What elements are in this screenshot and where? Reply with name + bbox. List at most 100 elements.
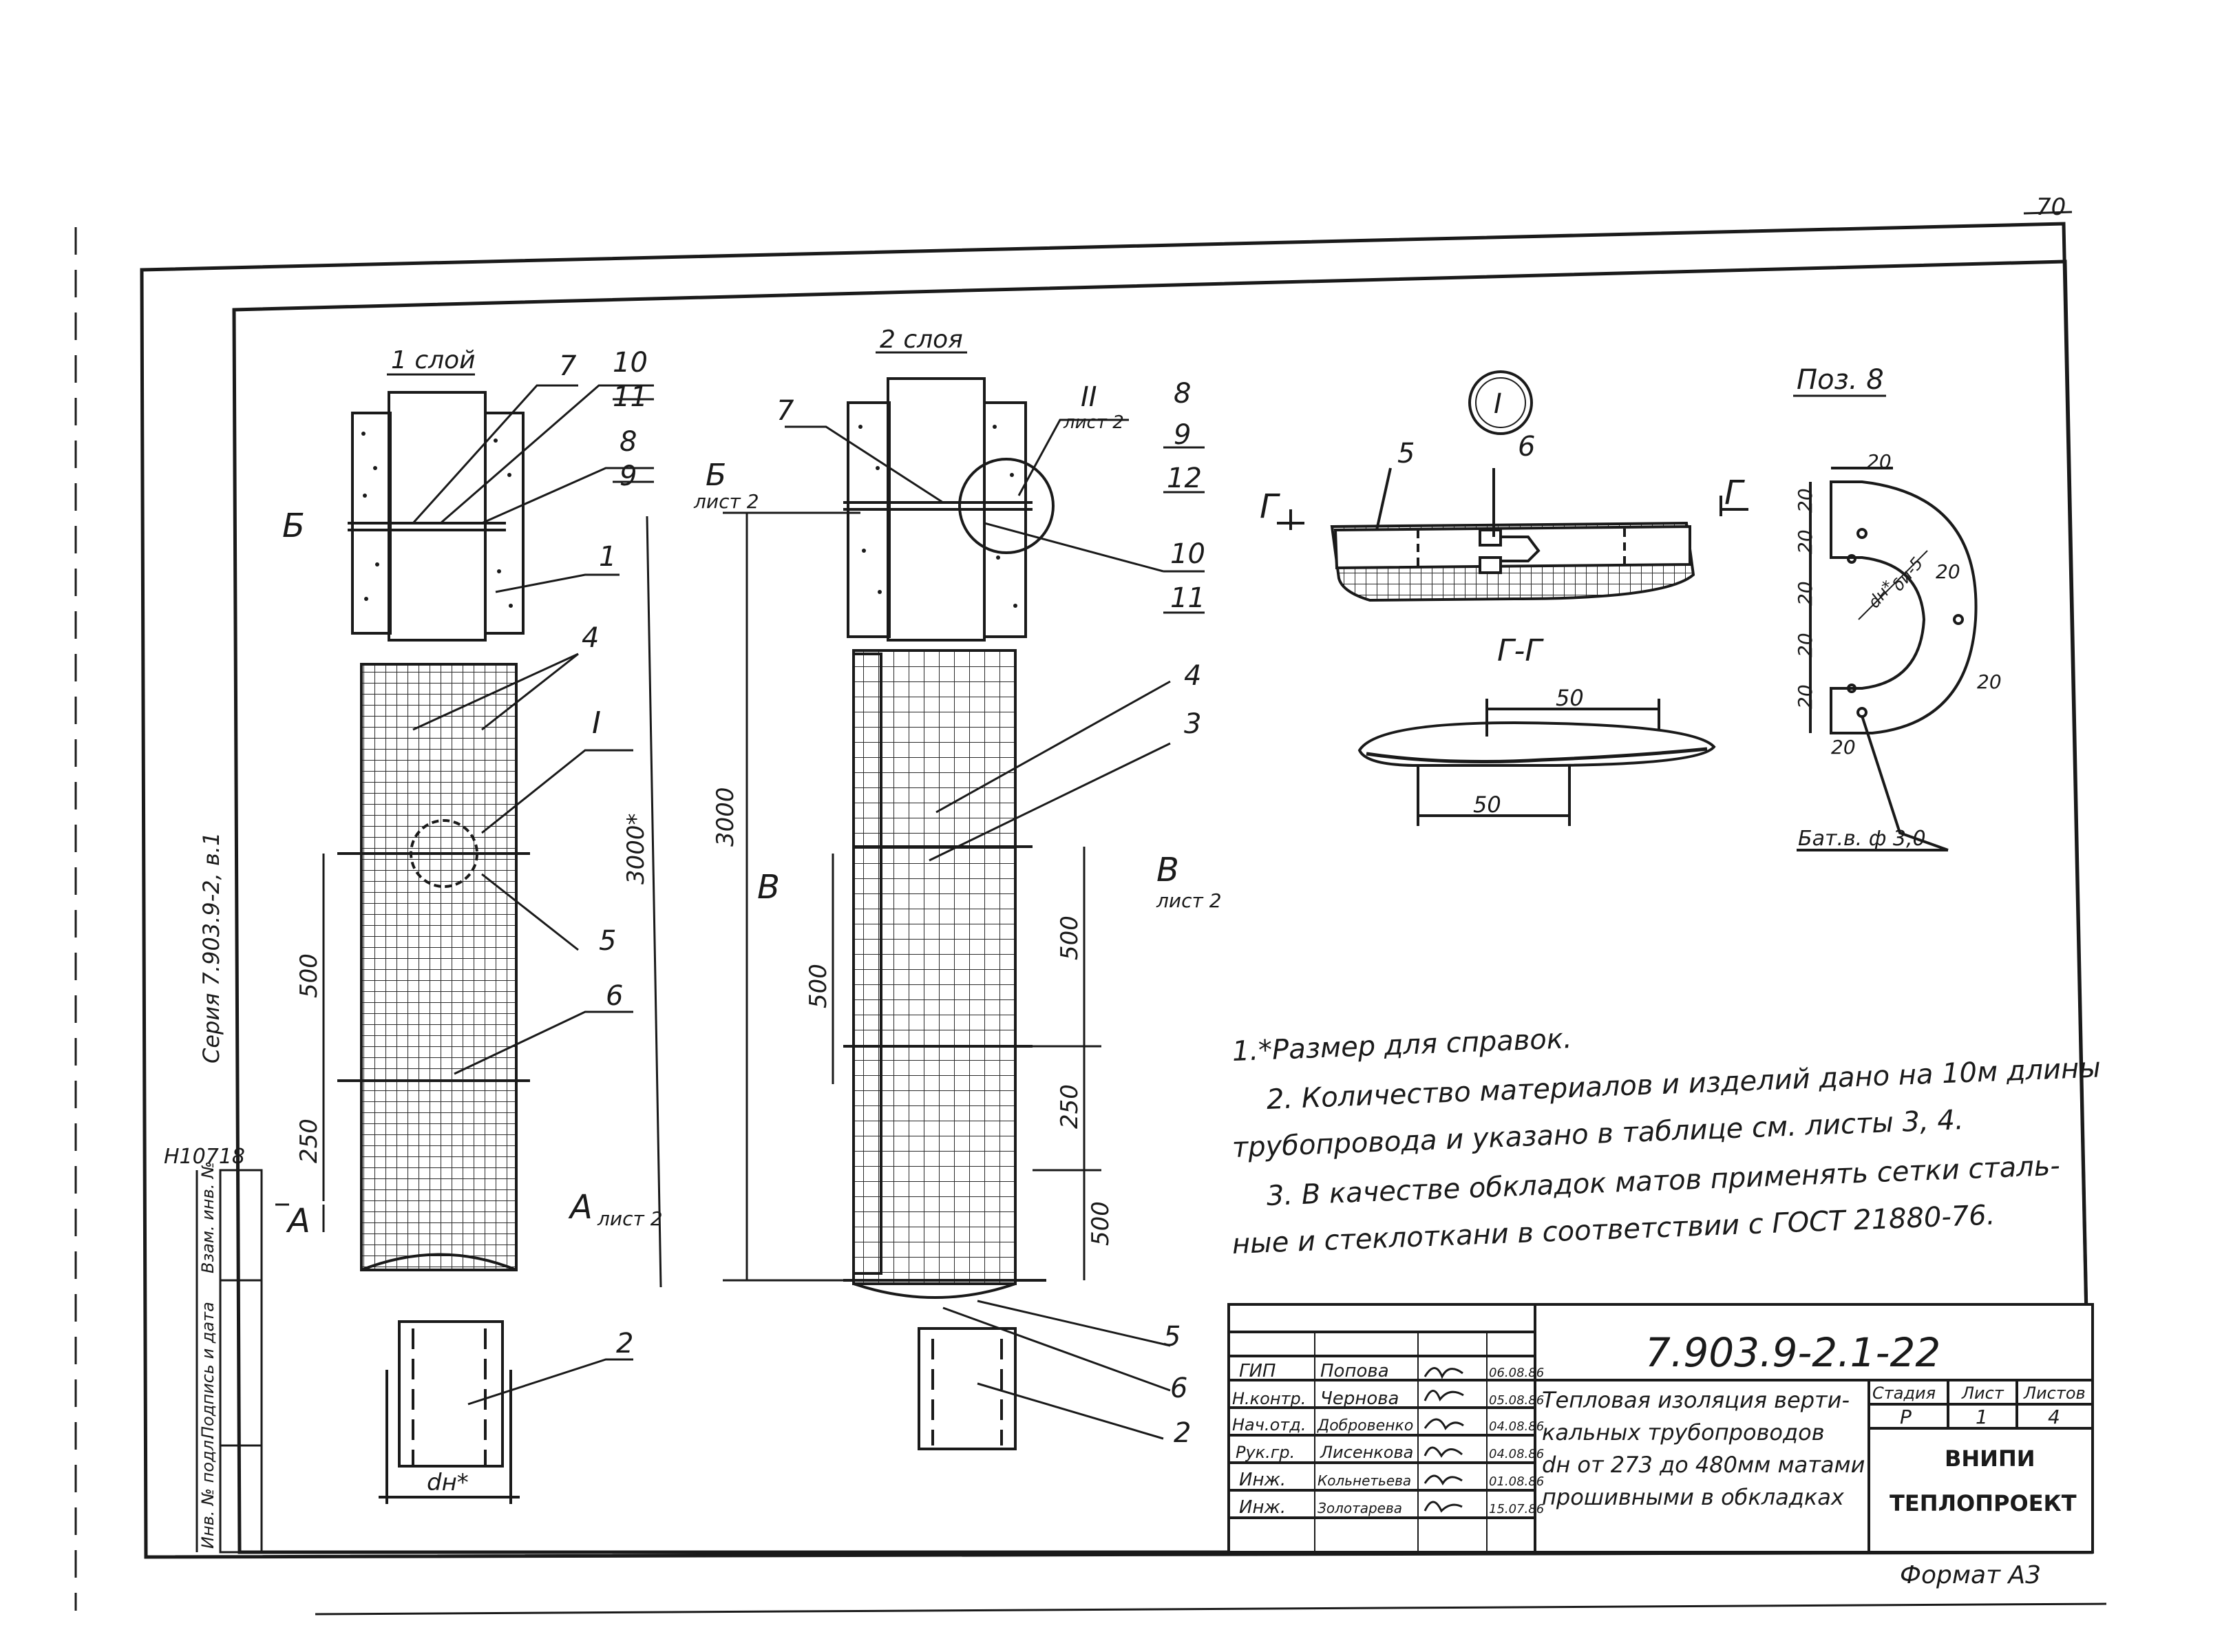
detail-I xyxy=(1277,370,1748,602)
stage-label: Стадия xyxy=(1872,1384,1936,1403)
pos8-dim-20-d: 20 xyxy=(1794,581,1817,606)
dim-250-middle: 250 xyxy=(1056,1084,1083,1129)
pipe-layer1 xyxy=(337,391,530,1504)
mark-V-ref: лист 2 xyxy=(1156,889,1222,912)
sig-date: 06.08.86 xyxy=(1489,1366,1544,1380)
dim-3000-left: 3000* xyxy=(622,813,650,885)
pos-11-right: 11 xyxy=(1170,582,1205,614)
mark-G-left: Г xyxy=(1260,487,1280,526)
stamp-sign-date: Подпись и дата xyxy=(198,1302,218,1439)
pos8-dim-20-e: 20 xyxy=(1794,633,1817,657)
mark-B-left: Б xyxy=(282,507,305,545)
archive-number: Н10718 xyxy=(164,1145,245,1169)
org-line-1: ВНИПИ xyxy=(1945,1446,2035,1472)
pos-8-left: 8 xyxy=(620,426,637,458)
stamp-inv-orig: Инв. № подл. xyxy=(198,1434,218,1549)
dim-gg-50-top: 50 xyxy=(1556,685,1584,711)
sig-role: Рук.гр. xyxy=(1236,1443,1295,1462)
sig-date: 01.08.86 xyxy=(1489,1474,1544,1489)
signature-rows: ГИП Попова 06.08.86 Н.контр. Чернова 05.… xyxy=(1232,1361,1544,1518)
series-label: Серия 7.903.9-2, в.1 xyxy=(198,832,224,1063)
pos8-part xyxy=(1797,467,1978,851)
title-block-grid xyxy=(1227,1303,2094,1554)
sheet-label: Лист xyxy=(1961,1384,2004,1403)
dimlines-left xyxy=(275,516,662,1288)
pos-9-left: 9 xyxy=(620,460,637,492)
pipe-layer2 xyxy=(843,377,1055,1450)
pos-6-right: 6 xyxy=(1170,1373,1187,1404)
pos-12: 12 xyxy=(1167,463,1202,494)
sig-name: Попова xyxy=(1320,1361,1389,1381)
pos8-title: Поз. 8 xyxy=(1797,364,1884,396)
pos-2-left: 2 xyxy=(616,1328,633,1359)
sig-name: Чернова xyxy=(1320,1388,1399,1409)
sheets-value: 4 xyxy=(2048,1406,2060,1428)
dimlines-middle xyxy=(723,511,1101,1282)
view-layer2-title: 2 слоя xyxy=(880,326,963,354)
title-line-1: Тепловая изоляция верти- xyxy=(1542,1387,1850,1413)
mark-G-right: Г xyxy=(1724,474,1745,512)
mark-II-ref: лист 2 xyxy=(1063,412,1124,433)
pos8-dim-20-g: 20 xyxy=(1831,736,1856,759)
pos-8-right: 8 xyxy=(1174,378,1191,410)
dim-500-middle-c: 500 xyxy=(1087,1201,1114,1246)
pos8-dim-20-b: 20 xyxy=(1794,488,1817,513)
sig-date: 15.07.86 xyxy=(1489,1502,1544,1516)
dim-500-middle-a: 500 xyxy=(805,964,832,1008)
view-layer1-title: 1 слой xyxy=(391,346,476,374)
mark-A-left: А xyxy=(286,1202,310,1240)
dim-gg-50-bottom: 50 xyxy=(1473,792,1501,818)
sig-role: Н.контр. xyxy=(1232,1389,1306,1408)
dim-dn-left: dн* xyxy=(427,1469,469,1496)
sig-name: Лисенкова xyxy=(1320,1443,1413,1462)
sig-name: Добровенко xyxy=(1317,1417,1413,1434)
org-line-2: ТЕПЛОПРОЕКТ xyxy=(1890,1490,2077,1516)
pos-5-left: 5 xyxy=(599,925,616,957)
pos-3: 3 xyxy=(1184,708,1201,740)
title-line-4: прошивными в обкладках xyxy=(1542,1484,1845,1510)
pos-1: 1 xyxy=(599,541,616,573)
stamp-inv-replace: Взам. инв. № xyxy=(198,1161,218,1273)
left-stamp xyxy=(195,1169,263,1554)
sig-date: 04.08.86 xyxy=(1489,1419,1544,1434)
sig-role: Инж. xyxy=(1239,1470,1286,1490)
pos-4-left: 4 xyxy=(582,622,599,654)
title-line-3: dн от 273 до 480мм матами xyxy=(1542,1452,1865,1478)
title-line-2: кальных трубопроводов xyxy=(1542,1419,1825,1446)
pos8-dim-20-a: 20 xyxy=(1867,450,1892,473)
mark-V-right: В xyxy=(1156,851,1179,889)
sheet-value: 1 xyxy=(1976,1406,1988,1428)
pos8-dim-20-f: 20 xyxy=(1794,684,1817,709)
sig-role: ГИП xyxy=(1239,1361,1276,1381)
pos8-dim-20-i: 20 xyxy=(1977,670,2002,693)
signature-scribbles xyxy=(1424,1367,1464,1513)
dim-3000-middle: 3000 xyxy=(712,787,739,847)
dim-250-left: 250 xyxy=(295,1119,323,1163)
pos-11-left: 11 xyxy=(613,381,648,413)
pos-4-right: 4 xyxy=(1184,660,1201,692)
sig-name: Золотарева xyxy=(1318,1500,1402,1516)
leaders-left xyxy=(412,384,654,1406)
pos-6-left: 6 xyxy=(606,980,623,1012)
holes-layer1 xyxy=(361,432,513,608)
dim-500-left: 500 xyxy=(295,953,323,998)
pos8-dim-20-c: 20 xyxy=(1794,529,1817,554)
pos8-dim-20-h: 20 xyxy=(1936,560,1960,583)
detail-I-label: I xyxy=(1494,388,1502,420)
sheets-label: Листов xyxy=(2023,1384,2086,1403)
holes-layer2 xyxy=(858,425,1017,608)
pos8-wire: Бат.в. ф 3,0 xyxy=(1798,827,1926,851)
pos-2-right: 2 xyxy=(1174,1417,1191,1449)
pos-9-right: 9 xyxy=(1174,419,1191,451)
pos-10-right: 10 xyxy=(1170,538,1205,570)
format-label: Формат А3 xyxy=(1900,1561,2041,1589)
sig-name: Кольнетьева xyxy=(1318,1472,1411,1489)
section-GG-title: Г-Г xyxy=(1497,633,1544,668)
dim-500-middle-b: 500 xyxy=(1056,915,1083,960)
doc-code: 7.903.9-2.1-22 xyxy=(1645,1329,1940,1376)
section-GG xyxy=(1357,699,1716,826)
sig-date: 05.08.86 xyxy=(1489,1393,1544,1408)
pos-5-detail: 5 xyxy=(1397,438,1415,469)
mark-II: II xyxy=(1081,381,1097,413)
